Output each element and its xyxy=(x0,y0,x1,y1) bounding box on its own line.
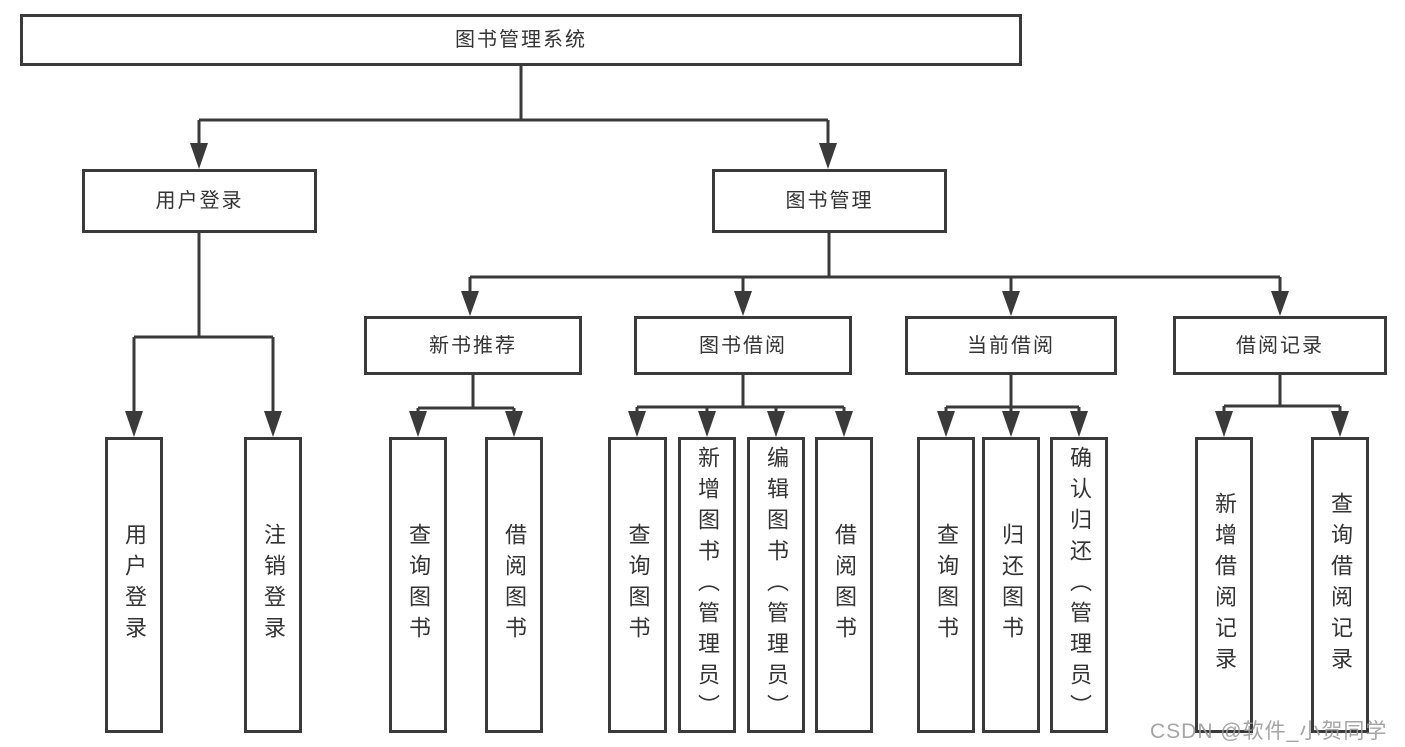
node-label: 确认归还（管理员） xyxy=(1067,445,1092,725)
node-book-borrowing: 图书借阅 xyxy=(634,316,852,375)
node-label: 编辑图书（管理员） xyxy=(764,445,789,725)
node-label: 查询图书 xyxy=(934,523,959,647)
node-label: 图书管理 xyxy=(785,190,874,212)
node-label: 用户登录 xyxy=(122,523,147,647)
node-label: 查询图书 xyxy=(625,523,651,647)
leaf-records-query-record: 查询借阅记录 xyxy=(1311,437,1369,733)
node-user-login: 用户登录 xyxy=(82,169,317,233)
node-label: 图书借阅 xyxy=(699,334,787,357)
node-label: 注销登录 xyxy=(261,523,286,647)
csdn-watermark: CSDN @软件_小贺同学 xyxy=(1150,720,1388,743)
node-label: 新书推荐 xyxy=(429,334,517,357)
leaf-borrow-add-books-admin: 新增图书（管理员） xyxy=(678,437,736,733)
connector-borrowing xyxy=(635,375,846,418)
leaf-user-login: 用户登录 xyxy=(105,437,163,733)
leaf-recommend-query-books: 查询图书 xyxy=(389,437,447,733)
leaf-records-add-record: 新增借阅记录 xyxy=(1195,437,1253,733)
node-label: 查询借阅记录 xyxy=(1328,492,1353,678)
connector-records xyxy=(1222,375,1342,418)
leaf-recommend-borrow-books: 借阅图书 xyxy=(485,437,543,733)
node-label: 借阅记录 xyxy=(1236,334,1324,357)
node-label: 归还图书 xyxy=(999,523,1024,647)
node-current-borrowing: 当前借阅 xyxy=(905,316,1117,375)
node-label: 查询图书 xyxy=(406,523,431,647)
leaf-borrow-query-books: 查询图书 xyxy=(608,437,667,733)
node-label: 借阅图书 xyxy=(502,523,527,647)
connector-user-login xyxy=(132,233,275,418)
node-label: 图书管理系统 xyxy=(455,29,587,51)
leaf-borrow-borrow-books: 借阅图书 xyxy=(815,437,873,733)
connector-recommend xyxy=(416,375,516,418)
connector-current xyxy=(944,375,1081,418)
node-borrowing-records: 借阅记录 xyxy=(1173,316,1387,375)
node-label: 借阅图书 xyxy=(832,523,857,647)
leaf-current-query-books: 查询图书 xyxy=(917,437,975,733)
leaf-borrow-edit-books-admin: 编辑图书（管理员） xyxy=(747,437,805,733)
node-new-book-recommend: 新书推荐 xyxy=(364,316,582,375)
node-book-management: 图书管理 xyxy=(712,169,947,233)
connector-root xyxy=(197,64,830,150)
leaf-current-confirm-return-admin: 确认归还（管理员） xyxy=(1050,437,1108,733)
connector-book-management xyxy=(468,233,1282,298)
node-library-system: 图书管理系统 xyxy=(20,14,1022,66)
node-label: 新增借阅记录 xyxy=(1212,492,1237,678)
leaf-logout: 注销登录 xyxy=(244,437,302,733)
node-label: 当前借阅 xyxy=(967,334,1055,357)
node-label: 用户登录 xyxy=(155,190,244,212)
leaf-current-return-books: 归还图书 xyxy=(982,437,1040,733)
node-label: 新增图书（管理员） xyxy=(695,445,720,725)
